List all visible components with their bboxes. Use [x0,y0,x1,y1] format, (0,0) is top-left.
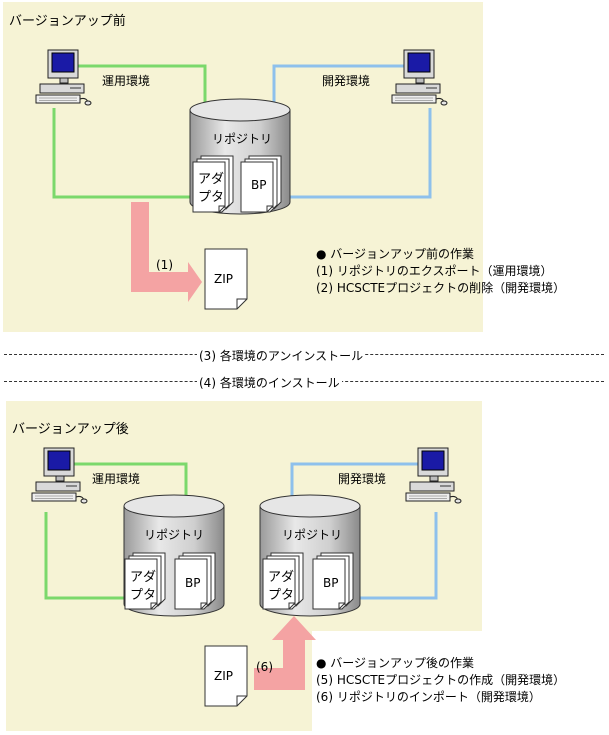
after-ops-repository-label: リポジトリ [144,528,205,542]
after-dev-adapter-label-2: プタ [268,588,295,603]
after-import-arrow [254,616,316,690]
separator-install-label: (4) 各環境のインストール [197,374,342,391]
before-dev-line-top [272,64,410,112]
after-note-1: (5) HCSCTEプロジェクトの作成（開発環境） [316,673,566,687]
after-zip-label: ZIP [214,669,233,683]
after-dev-computer-icon [404,446,462,504]
before-ops-line-top [54,64,207,112]
after-ops-line-top [52,462,188,500]
after-notes: ● バージョンアップ後の作業 (5) HCSCTEプロジェクトの作成（開発環境）… [316,655,565,706]
after-ops-line-bottom [44,512,126,600]
separator-install: (4) 各環境のインストール [0,374,609,391]
after-ops-computer-icon [30,446,88,504]
after-env-dev-label: 開発環境 [338,472,387,486]
before-note-1: (1) リポジトリのエクスポート（運用環境） [316,264,553,278]
after-dev-bp-label: BP [323,576,339,590]
after-note-2: (6) リポジトリのインポート（開発環境） [316,690,541,704]
after-dev-line-bottom [360,512,438,600]
before-ops-line-bottom [52,108,190,199]
after-dev-line-top [290,462,424,500]
before-notes-heading: ● バージョンアップ前の作業 [316,247,475,261]
before-adapter-label-2: プタ [198,190,225,205]
before-step-label: (1) [156,258,173,272]
after-ops-adapter-label-1: アダ [130,570,157,585]
before-export-arrow [131,202,202,302]
before-note-2: (2) HCSCTEプロジェクトの削除（開発環境） [316,281,566,295]
after-title: バージョンアップ後 [12,422,129,437]
before-repository-label: リポジトリ [212,132,273,146]
after-env-ops-label: 運用環境 [92,472,141,486]
before-zip-label: ZIP [214,272,233,286]
after-dev-repository-label: リポジトリ [282,528,343,542]
before-dev-line-bottom [290,108,432,199]
before-adapter-label-1: アダ [198,172,225,187]
after-ops-adapter-label-2: プタ [130,588,157,603]
before-env-dev-label: 開発環境 [322,74,371,88]
before-title: バージョンアップ前 [9,14,126,29]
after-dev-adapter-label-1: アダ [268,570,295,585]
separator-uninstall-label: (3) 各環境のアンインストール [197,347,366,364]
before-env-ops-label: 運用環境 [102,74,151,88]
before-bp-label: BP [251,178,267,192]
after-step-label: (6) [256,660,273,674]
before-notes: ● バージョンアップ前の作業 (1) リポジトリのエクスポート（運用環境） (2… [316,246,565,297]
separator-uninstall: (3) 各環境のアンインストール [0,347,609,364]
after-ops-bp-label: BP [185,576,201,590]
after-notes-heading: ● バージョンアップ後の作業 [316,656,475,670]
